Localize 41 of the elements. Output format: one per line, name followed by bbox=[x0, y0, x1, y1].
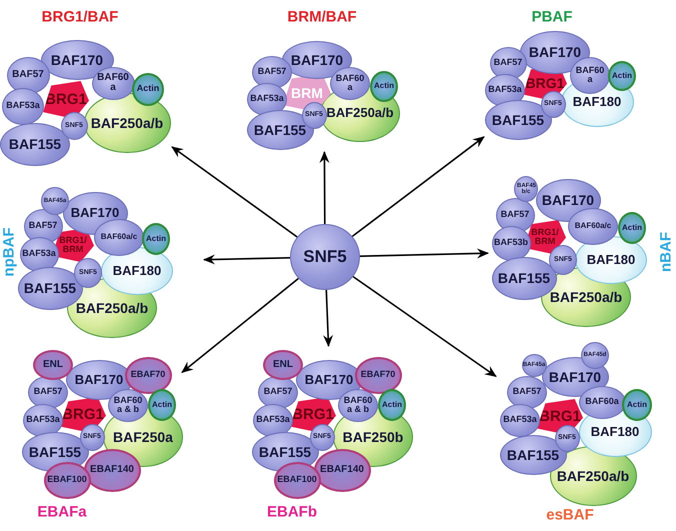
protein-subunit: BAF60a/c bbox=[568, 208, 618, 244]
complex-title: EBAFa bbox=[37, 504, 87, 520]
protein-subunit: BAF57 bbox=[258, 376, 298, 408]
protein-subunit: BAF53a bbox=[500, 404, 540, 436]
arrow bbox=[352, 276, 497, 378]
protein-subunit: EBAF70 bbox=[354, 356, 402, 394]
complex-title: PBAF bbox=[532, 10, 572, 24]
complex-title: EBAFb bbox=[267, 504, 317, 520]
arrow bbox=[203, 254, 290, 264]
protein-subunit: Actin bbox=[132, 72, 164, 106]
protein-subunit: EBAF70 bbox=[124, 356, 172, 394]
protein-subunit: SNF5 bbox=[290, 224, 360, 290]
complex-title: nBAF bbox=[658, 232, 674, 272]
protein-subunit: BAF53b bbox=[492, 226, 530, 260]
complex-title: esBAF bbox=[546, 508, 594, 522]
complex-title: BRG1/BAF bbox=[42, 10, 118, 24]
protein-subunit: BAF57 bbox=[507, 376, 547, 408]
complex-title: npBAF bbox=[2, 227, 16, 277]
protein-subunit: BRG1 bbox=[43, 81, 89, 119]
arrow bbox=[181, 278, 299, 374]
arrow bbox=[323, 290, 334, 347]
arrow bbox=[352, 136, 485, 238]
protein-subunit: Actin bbox=[142, 223, 170, 255]
protein-subunit: BAF57 bbox=[6, 56, 50, 94]
protein-subunit: Actin bbox=[618, 212, 646, 244]
protein-subunit: BAF57 bbox=[28, 376, 68, 408]
protein-subunit: Actin bbox=[608, 61, 636, 91]
protein-subunit: ENL bbox=[33, 350, 73, 380]
protein-subunit: BAF53a bbox=[2, 88, 44, 124]
protein-subunit: Actin bbox=[622, 389, 652, 421]
protein-subunit: EBAF100 bbox=[44, 462, 90, 498]
arrow bbox=[360, 248, 489, 258]
complex-title: BRM/BAF bbox=[287, 10, 357, 24]
protein-subunit: EBAF100 bbox=[274, 462, 320, 498]
protein-subunit: BAF53a bbox=[23, 404, 63, 436]
arrow bbox=[319, 151, 330, 224]
protein-subunit: BAF57 bbox=[490, 46, 526, 80]
protein-subunit: Actin bbox=[370, 70, 398, 102]
arrow bbox=[171, 146, 298, 238]
protein-subunit: BAF53a bbox=[253, 404, 293, 436]
protein-subunit: ENL bbox=[263, 350, 303, 380]
